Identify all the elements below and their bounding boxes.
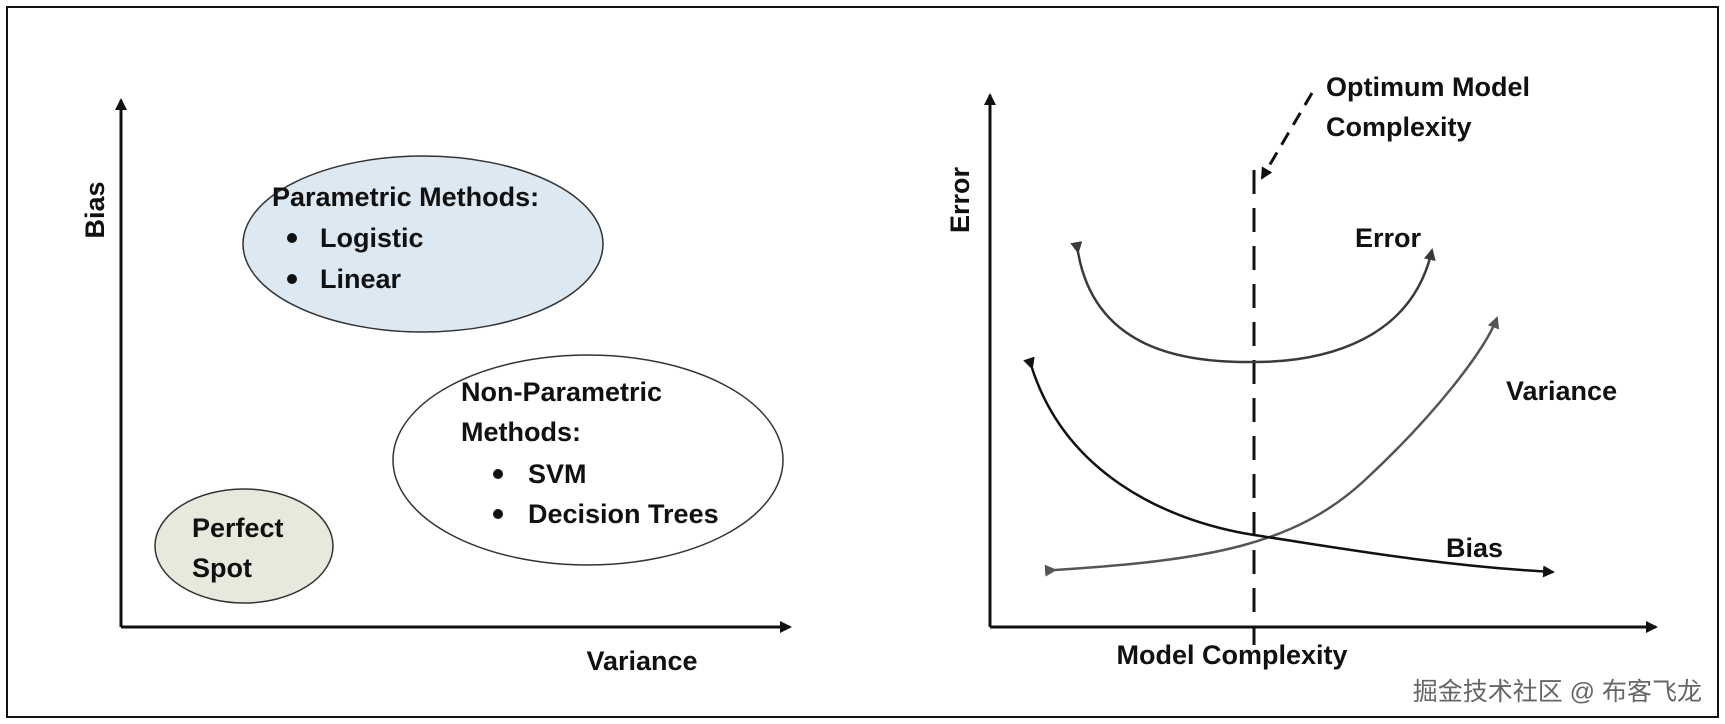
non-parametric-methods-ellipse [392,354,784,566]
parametric-item-logistic: Logistic [320,223,424,253]
variance-curve-label: Variance [1506,376,1617,406]
non-parametric-title-line-1: Non-Parametric [461,377,662,407]
parametric-methods-title: Parametric Methods: [272,182,539,212]
non-parametric-title-line-2: Methods: [461,417,581,447]
optimum-annotation-arrow [1260,92,1314,180]
watermark: 掘金技术社区 @ 布客飞龙 [1413,678,1702,706]
left-x-axis-label: Variance [586,646,697,676]
perfect-spot-ellipse [154,488,334,604]
right-x-axis-label: Model Complexity [1116,640,1347,670]
perfect-spot-line-2: Spot [192,553,252,583]
non-parametric-item-svm: SVM [528,459,587,489]
optimum-annotation-line-2: Complexity [1326,112,1472,142]
right-panel: Error Model Complexity Optimum Model Com… [945,72,1658,670]
bias-curve-label: Bias [1446,533,1503,563]
bullet-icon [493,469,503,479]
parametric-methods-ellipse [242,155,604,333]
bullet-icon [287,274,297,284]
error-curve-label: Error [1355,223,1422,253]
right-y-axis-label: Error [945,166,975,233]
perfect-spot-line-1: Perfect [192,513,284,543]
bullet-icon [287,233,297,243]
bias-curve [1023,356,1555,578]
left-y-axis-label: Bias [80,181,110,238]
parametric-item-linear: Linear [320,264,402,294]
bullet-icon [493,509,503,519]
optimum-annotation-line-1: Optimum Model [1326,72,1530,102]
non-parametric-item-decision-trees: Decision Trees [528,499,719,529]
left-panel: Bias Variance Parametric Methods: Logist… [80,98,792,676]
